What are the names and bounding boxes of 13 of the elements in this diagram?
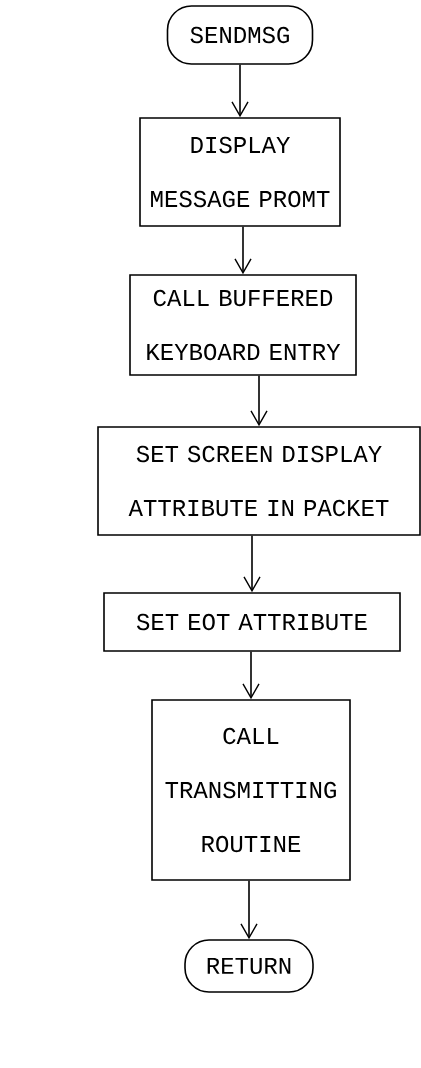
arrow [234, 226, 252, 275]
process-box: SET SCREEN DISPLAY ATTRIBUTE IN PACKET [97, 426, 421, 536]
arrow [242, 651, 260, 700]
process-box: DISPLAY MESSAGE PROMT [139, 117, 341, 227]
arrow [243, 535, 261, 593]
process-box: CALL TRANSMITTING ROUTINE [151, 699, 351, 881]
process-box: CALL BUFFERED KEYBOARD ENTRY [129, 274, 357, 376]
process-box: SET EOT ATTRIBUTE [103, 592, 401, 652]
terminal-box: SENDMSG [166, 5, 314, 65]
arrow [231, 64, 249, 118]
arrow [240, 880, 258, 940]
arrow [250, 375, 268, 427]
terminal-box: RETURN [184, 939, 314, 993]
